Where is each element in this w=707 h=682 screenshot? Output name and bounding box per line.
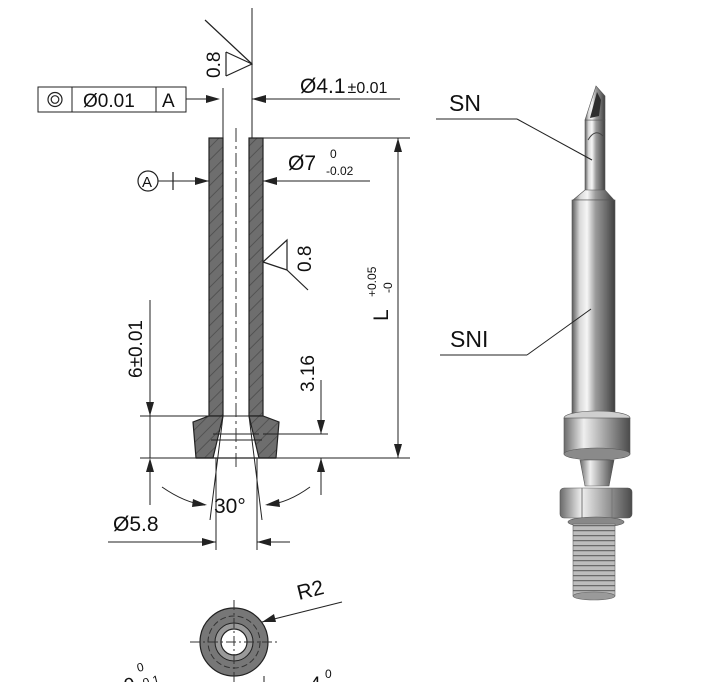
roughness-side-label: 0.8 bbox=[295, 246, 316, 272]
outer-tol-upper: 0 bbox=[330, 147, 337, 161]
bore-diameter: Ø4.1±0.01 bbox=[300, 75, 388, 98]
part-render bbox=[559, 85, 633, 601]
callout-sn-label: SN bbox=[449, 90, 481, 116]
roughness-symbol-side: 0.8 bbox=[262, 238, 316, 291]
datum-a: A bbox=[137, 170, 209, 192]
length-tol-upper: +0.05 bbox=[365, 266, 379, 297]
length-tol-lower: -0 bbox=[381, 282, 395, 293]
entry-diameter: Ø5.8 bbox=[113, 513, 159, 536]
bottom-right-sup: 0 bbox=[325, 667, 332, 681]
callout-sni-label: SNI bbox=[450, 326, 488, 352]
datum-a-label: A bbox=[142, 174, 152, 191]
right-wall bbox=[248, 137, 264, 417]
concentricity-frame: Ø0.01 A bbox=[37, 86, 187, 113]
length-label: L bbox=[370, 309, 393, 321]
outer-diameter: Ø7 bbox=[288, 152, 316, 175]
left-wall bbox=[208, 137, 224, 417]
land-length: 6±0.01 bbox=[126, 320, 147, 378]
radius-label: R2 bbox=[295, 576, 327, 605]
datum-ref: A bbox=[162, 91, 175, 112]
callout-sn: SN bbox=[436, 90, 593, 161]
thread bbox=[572, 523, 616, 597]
callout-sni: SNI bbox=[440, 308, 592, 356]
end-view: R2 9 0 -0.1 4 0 bbox=[122, 576, 343, 682]
base-right bbox=[248, 415, 280, 459]
cone-depth: 3.16 bbox=[298, 355, 319, 392]
bottom-left-sub: -0.1 bbox=[137, 672, 161, 682]
concentricity-icon bbox=[47, 91, 63, 108]
needle-tip bbox=[584, 85, 606, 193]
cone-angle: 30° bbox=[214, 495, 246, 518]
roughness-symbol-top bbox=[204, 19, 254, 77]
bottom-left-dim: 9 bbox=[122, 674, 137, 682]
outer-tol-lower: -0.02 bbox=[326, 164, 354, 178]
main-body bbox=[571, 199, 616, 416]
concentricity-value: Ø0.01 bbox=[83, 91, 135, 112]
section-view: 0.8 Ø0.01 A Ø4.1±0.01 Ø7 0 -0.02 A bbox=[37, 8, 410, 550]
roughness-top-label: 0.8 bbox=[204, 52, 225, 78]
bottom-right-dim: 4 bbox=[310, 674, 321, 682]
bottom-left-sup: 0 bbox=[135, 660, 145, 675]
